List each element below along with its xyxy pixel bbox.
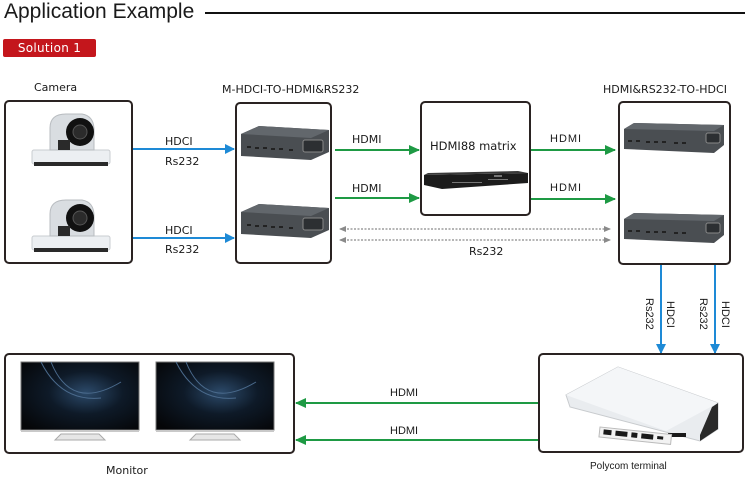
title-divider bbox=[205, 12, 745, 14]
link-label-hdci: HDCI bbox=[165, 224, 193, 237]
camera-icon bbox=[31, 199, 111, 252]
page-title: Application Example bbox=[4, 0, 195, 23]
link-label-hdmi: HDMI bbox=[550, 133, 583, 145]
transmitter-label: M-HDCI-TO-HDMI&RS232 bbox=[222, 83, 360, 96]
link-label-rs232: Rs232 bbox=[165, 243, 200, 256]
link-label-rs232: Rs232 bbox=[697, 298, 709, 330]
receiver-box bbox=[618, 101, 731, 265]
transmitter-box bbox=[235, 102, 332, 264]
matrix-device bbox=[424, 171, 528, 189]
converter-icon bbox=[624, 213, 724, 243]
camera-devices bbox=[31, 113, 111, 252]
polycom-terminal-icon bbox=[565, 366, 719, 442]
polycom-label: Polycom terminal bbox=[590, 461, 667, 472]
transmitter-devices bbox=[241, 126, 329, 238]
link-label-hdci: HDCI bbox=[664, 301, 676, 328]
link-label-rs232: Rs232 bbox=[165, 155, 200, 168]
rack-matrix-icon bbox=[424, 171, 528, 189]
monitor-icon bbox=[20, 361, 140, 441]
link-label-hdci: HDCI bbox=[719, 301, 731, 328]
camera-box bbox=[4, 100, 133, 264]
monitor-label: Monitor bbox=[106, 464, 148, 477]
converter-icon bbox=[624, 123, 724, 153]
receiver-label: HDMI&RS232-TO-HDCI bbox=[603, 83, 727, 96]
polycom-box bbox=[538, 353, 744, 453]
receiver-devices bbox=[624, 123, 724, 243]
link-label-hdmi: HDMI bbox=[390, 387, 419, 399]
converter-icon bbox=[241, 204, 329, 238]
matrix-label: HDMI88 matrix bbox=[430, 139, 517, 153]
link-label-hdmi: HDMI bbox=[352, 182, 382, 195]
rs232-bus-label: Rs232 bbox=[469, 245, 504, 258]
remote-control-icon bbox=[598, 426, 673, 446]
polycom-device bbox=[565, 366, 719, 446]
link-label-rs232: Rs232 bbox=[643, 298, 655, 330]
monitor-box bbox=[4, 353, 295, 454]
link-label-hdmi: HDMI bbox=[550, 182, 583, 194]
link-label-hdmi: HDMI bbox=[352, 133, 382, 146]
solution-badge: Solution 1 bbox=[3, 39, 96, 57]
monitor-devices bbox=[20, 361, 275, 441]
converter-icon bbox=[241, 126, 329, 160]
camera-label: Camera bbox=[34, 81, 78, 94]
matrix-box: HDMI88 matrix bbox=[420, 101, 531, 216]
camera-icon bbox=[31, 113, 111, 166]
link-label-hdmi: HDMI bbox=[390, 425, 419, 437]
monitor-icon bbox=[155, 361, 275, 441]
link-label-hdci: HDCI bbox=[165, 135, 193, 148]
